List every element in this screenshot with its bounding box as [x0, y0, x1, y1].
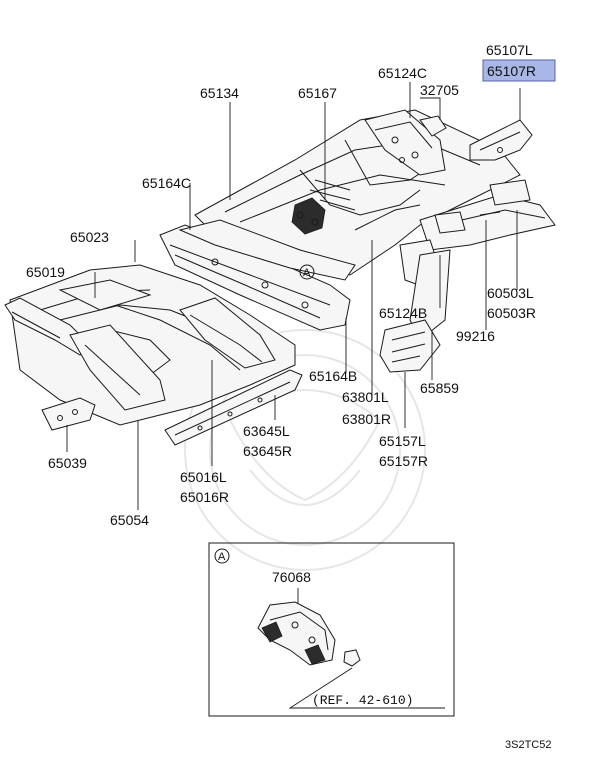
callout-labels: 65107L 65107R 65124C 32705 65134 65167 6… [26, 42, 556, 528]
detail-reference: (REF. 42-610) [312, 693, 413, 708]
bracket-65039 [41, 397, 96, 431]
floor-reinforcement [69, 324, 166, 411]
label-65167: 65167 [298, 85, 337, 101]
rear-side-member-right [419, 179, 556, 251]
leader-lines [66, 82, 521, 510]
label-63645r: 63645R [243, 443, 292, 459]
tunnel-bracket [364, 109, 446, 176]
label-65124c: 65124C [378, 65, 427, 81]
label-32705: 32705 [420, 82, 459, 98]
watermark-seal [184, 329, 426, 571]
label-65107l: 65107L [486, 42, 533, 58]
front-crossmember [179, 297, 276, 369]
label-highlight [482, 59, 556, 82]
label-65164b: 65164B [309, 368, 357, 384]
detail-marker-letter: A [218, 551, 226, 563]
rear-extension-panel [469, 119, 533, 161]
label-63645l: 63645L [243, 423, 290, 439]
label-63801l: 63801L [342, 389, 389, 405]
label-99216: 99216 [456, 328, 495, 344]
label-65054: 65054 [110, 512, 149, 528]
detail-bolt [343, 649, 361, 667]
label-65107r: 65107R [487, 63, 536, 79]
label-65016l: 65016L [180, 469, 227, 485]
label-65019: 65019 [26, 264, 65, 280]
detail-a-box: A 76068 (REF. 42-610) [208, 542, 455, 717]
detail-part-number: 76068 [272, 569, 311, 585]
bracket-32705 [419, 115, 447, 137]
label-65157r: 65157R [379, 453, 428, 469]
marker-letter: A [303, 267, 311, 279]
detail-marker-main: A [299, 264, 315, 280]
crossmember [159, 219, 356, 331]
label-65859: 65859 [420, 380, 459, 396]
label-65134: 65134 [200, 85, 239, 101]
label-60503r: 60503R [487, 305, 536, 321]
label-65016r: 65016R [180, 489, 229, 505]
detail-frame [208, 542, 455, 717]
label-60503l: 60503L [487, 285, 534, 301]
label-65157l: 65157L [379, 433, 426, 449]
drawing-code: 3S2TC52 [505, 739, 551, 751]
side-sill-extension [164, 369, 303, 446]
label-63801r: 63801R [342, 411, 391, 427]
label-65164c: 65164C [142, 175, 191, 191]
detail-marker [214, 548, 230, 564]
label-65023: 65023 [70, 229, 109, 245]
label-65039: 65039 [48, 455, 87, 471]
label-65124b: 65124B [379, 305, 427, 321]
